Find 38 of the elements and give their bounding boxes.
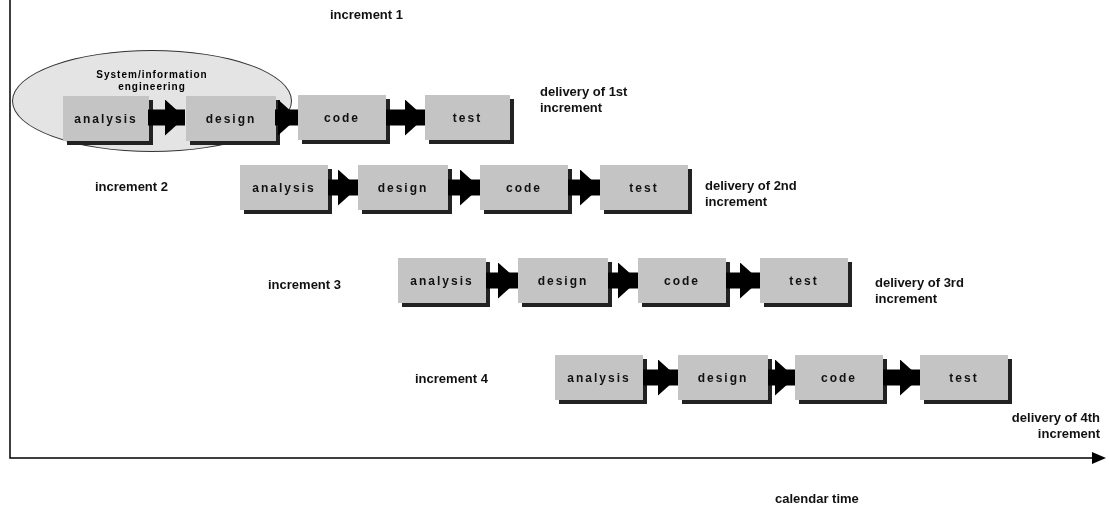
block-arrow xyxy=(768,359,795,396)
block-arrow xyxy=(883,359,920,396)
increment-label: increment 1 xyxy=(330,7,403,23)
block-arrow xyxy=(726,262,760,299)
block-arrow xyxy=(448,169,480,206)
step-label: analysis xyxy=(74,111,138,126)
block-arrow xyxy=(608,262,638,299)
block-arrow xyxy=(148,99,185,136)
block-arrow xyxy=(568,169,600,206)
step-label: design xyxy=(697,370,749,385)
step-label: design xyxy=(537,273,589,288)
block-arrow xyxy=(275,99,298,136)
step-label: code xyxy=(506,180,542,195)
block-arrow xyxy=(328,169,358,206)
block-arrow xyxy=(643,359,678,396)
step-label: design xyxy=(377,180,429,195)
block-arrow xyxy=(486,262,518,299)
step-label: code xyxy=(664,273,700,288)
delivery-note: delivery of 1st increment xyxy=(540,84,629,116)
increment-label: increment 4 xyxy=(415,371,488,387)
step-label: code xyxy=(324,110,360,125)
step-label: code xyxy=(821,370,857,385)
delivery-note: delivery of 4th increment xyxy=(1010,410,1100,442)
increment-label: increment 2 xyxy=(95,179,168,195)
step-label: analysis xyxy=(252,180,316,195)
step-label: design xyxy=(205,111,257,126)
step-label: analysis xyxy=(567,370,631,385)
delivery-note: delivery of 2nd increment xyxy=(705,178,798,210)
group-title: System/information engineering xyxy=(95,69,209,93)
axis-label: calendar time xyxy=(775,491,859,507)
delivery-note: delivery of 3rd increment xyxy=(875,275,965,307)
step-label: analysis xyxy=(410,273,474,288)
block-arrow xyxy=(386,99,425,136)
step-label: test xyxy=(949,370,979,385)
step-label: test xyxy=(629,180,659,195)
step-label: test xyxy=(452,110,483,125)
increment-label: increment 3 xyxy=(268,277,341,293)
step-label: test xyxy=(789,273,819,288)
